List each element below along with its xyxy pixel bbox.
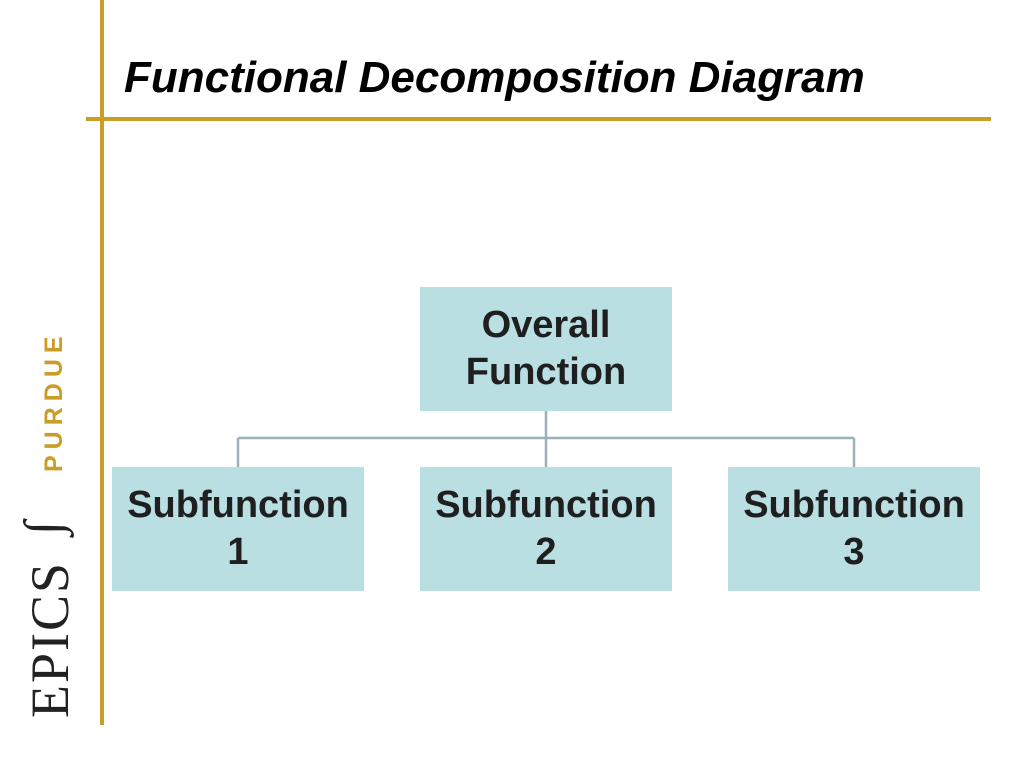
integral-symbol: ∫ <box>15 518 74 538</box>
overall-function-line2: Function <box>465 351 627 393</box>
subfunction-1-line2: 1 <box>227 531 249 573</box>
subfunction-3-line1: Subfunction <box>743 484 965 526</box>
slide-title: Functional Decomposition Diagram <box>124 53 865 102</box>
epics-purdue-logo: PURDUE ∫ EPICS <box>15 330 80 718</box>
purdue-wordmark: PURDUE <box>40 330 68 472</box>
subfunction-1-box: Subfunction 1 <box>112 467 364 591</box>
title-underline-rule <box>86 117 991 121</box>
subfunction-2-box: Subfunction 2 <box>420 467 672 591</box>
subfunction-3-box: Subfunction 3 <box>728 467 980 591</box>
subfunction-2-line2: 2 <box>535 531 557 573</box>
subfunction-2-line1: Subfunction <box>435 484 657 526</box>
epics-wordmark: EPICS <box>20 561 80 718</box>
subfunction-1-line1: Subfunction <box>127 484 349 526</box>
overall-function-line1: Overall <box>481 304 611 346</box>
overall-function-box: Overall Function <box>420 287 672 411</box>
subfunction-3-line2: 3 <box>843 531 865 573</box>
vertical-accent-rule <box>100 0 104 725</box>
